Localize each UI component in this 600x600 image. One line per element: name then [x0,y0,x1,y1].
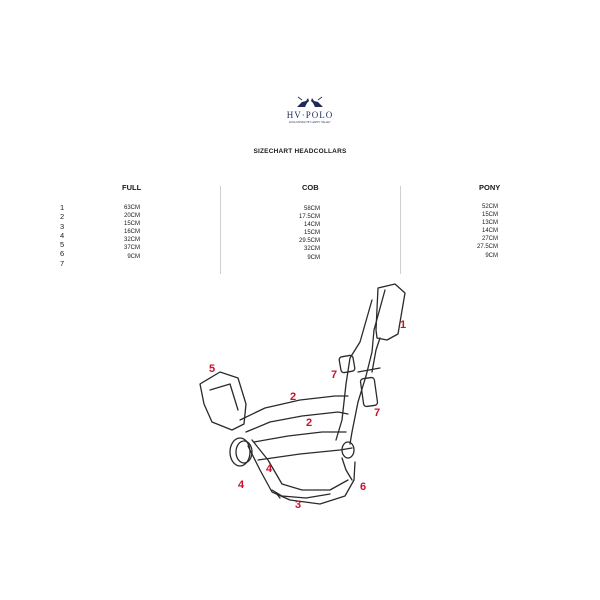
noseband-inner [251,439,349,491]
pony-values: 52CM 15CM 13CM 14CM 27CM 27.5CM 9CM [466,203,498,260]
size-value: 32CM [123,237,140,244]
size-value: 37CM [123,245,140,252]
polo-horses-icon [297,96,323,107]
cheek-ring [229,437,251,467]
size-value: 13CM [481,220,498,227]
poll-pad-detail [209,383,239,411]
size-value: 29.5CM [298,238,320,245]
size-value: 9CM [307,254,320,261]
row-number: 1 [60,203,65,212]
buckle-upper [338,354,356,374]
column-header-pony: PONY [479,183,501,192]
chin-clip [275,492,281,499]
size-value: 9CM [485,252,498,259]
row-number: 6 [60,249,65,259]
callout-6: 6 [360,481,366,493]
top-band-lower [245,411,349,433]
callout-2: 2 [306,417,312,429]
cob-values: 58CM 17.5CM 14CM 15CM 29.5CM 32CM 9CM [288,205,320,262]
full-values: 63CM 20CM 15CM 16CM 32CM 37CM 9CM [108,204,140,261]
size-value: 27.5CM [476,244,498,251]
size-value: 17.5CM [298,214,320,221]
size-value: 27CM [481,236,498,243]
brand-tagline: EXCLUSIVELY BY HAPPY VALLEY [289,121,331,124]
size-value: 9CM [127,253,140,260]
strap-keeper [357,367,381,373]
callout-4: 4 [266,463,273,475]
throat-ring [341,441,355,459]
size-value: 14CM [303,222,320,229]
row-number: 4 [60,230,65,240]
cheek-strap-outer [335,299,373,441]
mid-band [253,431,347,443]
brand-name: HV·POLO [286,110,334,120]
page-title: SIZECHART HEADCOLLARS [253,148,347,155]
row-number: 5 [60,240,65,250]
size-value: 15CM [481,212,498,219]
cheek-strap-inner [349,289,386,445]
callout-5: 5 [209,363,215,375]
column-divider [400,186,401,274]
column-header-cob: COB [302,183,319,192]
size-value: 15CM [123,221,140,228]
row-number: 7 [60,258,65,268]
row-number: 3 [60,221,65,231]
size-value: 20CM [123,213,140,220]
row-numbers: 1 2 3 4 5 6 7 [60,203,64,268]
callout-2: 2 [290,391,296,403]
cheek-ring-inner [235,440,253,464]
callout-1: 1 [400,319,406,331]
size-value: 32CM [303,246,320,253]
throat-strap [341,457,353,481]
brand-logo: HV·POLO EXCLUSIVELY BY HAPPY VALLEY [270,96,350,128]
row-number: 2 [60,212,65,222]
noseband-outer [247,445,356,505]
size-value: 16CM [123,229,140,236]
column-divider [220,186,221,274]
size-value: 52CM [481,204,498,210]
buckle-lower [359,376,379,408]
size-value: 15CM [303,230,320,237]
crown-strap [375,283,406,341]
column-header-full: FULL [122,183,142,192]
size-value: 58CM [303,206,320,212]
size-value: 63CM [123,205,140,211]
size-value: 14CM [481,228,498,235]
callout-7: 7 [374,407,380,419]
poll-pad [199,371,247,431]
nose-strap [257,447,353,461]
top-band-upper [239,395,349,421]
callout-4: 4 [238,479,245,491]
crown-fold [371,337,381,373]
chin-strap [271,489,331,499]
callout-3: 3 [295,499,301,511]
callout-7: 7 [331,369,337,381]
